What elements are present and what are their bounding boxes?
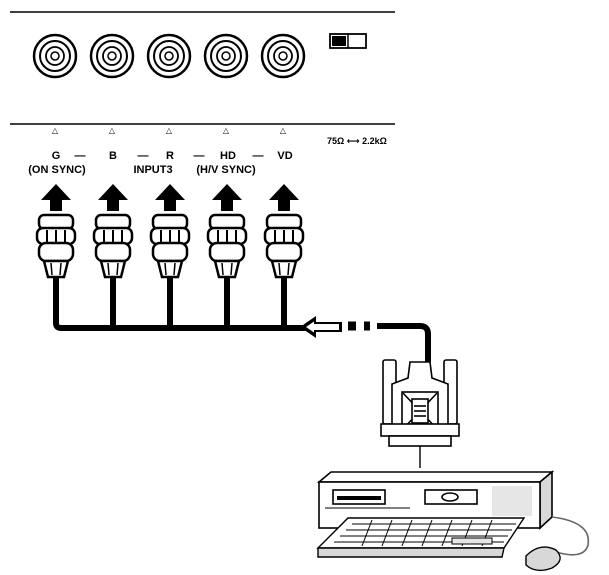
label-g: G	[52, 150, 61, 162]
triangle-mark-r: △	[166, 126, 173, 135]
panel-jack-b[interactable]	[89, 33, 135, 79]
bnc-connector-icon[interactable]	[149, 213, 191, 279]
triangle-mark-b: △	[109, 126, 116, 135]
label-r: R	[166, 150, 174, 162]
arrow-up-icon	[155, 184, 185, 211]
panel-jack-vd[interactable]	[260, 33, 306, 79]
dash-b-r: —	[138, 150, 149, 162]
triangle-mark-vd: △	[280, 126, 287, 135]
cable-harness	[53, 276, 431, 362]
dash-r-hd: —	[194, 150, 205, 162]
mouse-icon[interactable]	[525, 516, 590, 572]
vga-connector-icon[interactable]	[380, 359, 460, 468]
arrow-up-icon	[212, 184, 242, 211]
bnc-connector-icon[interactable]	[206, 213, 248, 279]
label-hd: HD	[220, 150, 236, 162]
sublabel-g: (ON SYNC)	[28, 164, 86, 176]
back-panel: △ △ △ △ △ 75Ω ⟷ 2.2kΩ G — B — R — HD — V…	[10, 11, 395, 176]
triangle-mark-g: △	[52, 126, 59, 135]
dash-hd-vd: —	[253, 150, 264, 162]
bnc-connector-icon[interactable]	[263, 213, 305, 279]
label-vd: VD	[277, 150, 292, 162]
termination-label: 75Ω ⟷ 2.2kΩ	[327, 136, 387, 146]
panel-jack-r[interactable]	[146, 33, 192, 79]
keyboard-icon[interactable]	[316, 517, 526, 558]
bnc-connector-icon[interactable]	[35, 213, 77, 279]
arrow-up-icon	[98, 184, 128, 211]
label-b: B	[109, 150, 117, 162]
insert-arrows	[41, 184, 299, 211]
sublabel-hd: (H/V SYNC)	[196, 164, 256, 176]
panel-jack-g[interactable]	[32, 33, 78, 79]
dash-g-b: —	[75, 150, 86, 162]
triangle-mark-hd: △	[223, 126, 230, 135]
signal-direction-arrow-icon	[300, 316, 342, 338]
input-label: INPUT3	[133, 164, 172, 176]
bnc-connector-icon[interactable]	[92, 213, 134, 279]
termination-switch-icon[interactable]	[329, 33, 367, 49]
panel-jack-hd[interactable]	[203, 33, 249, 79]
arrow-up-icon	[41, 184, 71, 211]
arrow-up-icon	[269, 184, 299, 211]
